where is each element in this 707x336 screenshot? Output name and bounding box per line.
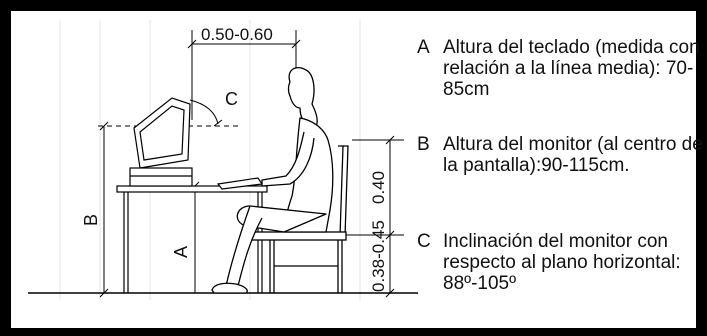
legend-text-a: Altura del teclado (medida con relación … <box>443 37 700 100</box>
legend-letter-a: A <box>417 37 430 58</box>
monitor <box>129 97 193 187</box>
legend-letter-c: C <box>417 231 431 252</box>
angle-c-label: C <box>225 89 238 109</box>
legend-letter-b: B <box>417 134 430 155</box>
dimension-a-label: A <box>171 246 191 258</box>
dimension-b-label: B <box>81 214 101 226</box>
legend-text-b: Altura del monitor (al centro de la pant… <box>443 134 703 176</box>
top-dimension <box>187 30 301 120</box>
dimension-top-label: 0.50-0.60 <box>201 25 273 44</box>
dimension-b-line <box>98 121 240 298</box>
angle-c-arc <box>189 99 223 127</box>
dimension-a-line <box>190 181 200 293</box>
seated-person <box>211 67 334 294</box>
dimension-seat-height-label: 0.38-0.45 <box>369 220 388 292</box>
background-lines <box>59 20 361 300</box>
dimension-seat-desk-label: 0.40 <box>369 171 388 204</box>
legend-text-c: Inclinación del monitor con respecto al … <box>443 231 681 294</box>
